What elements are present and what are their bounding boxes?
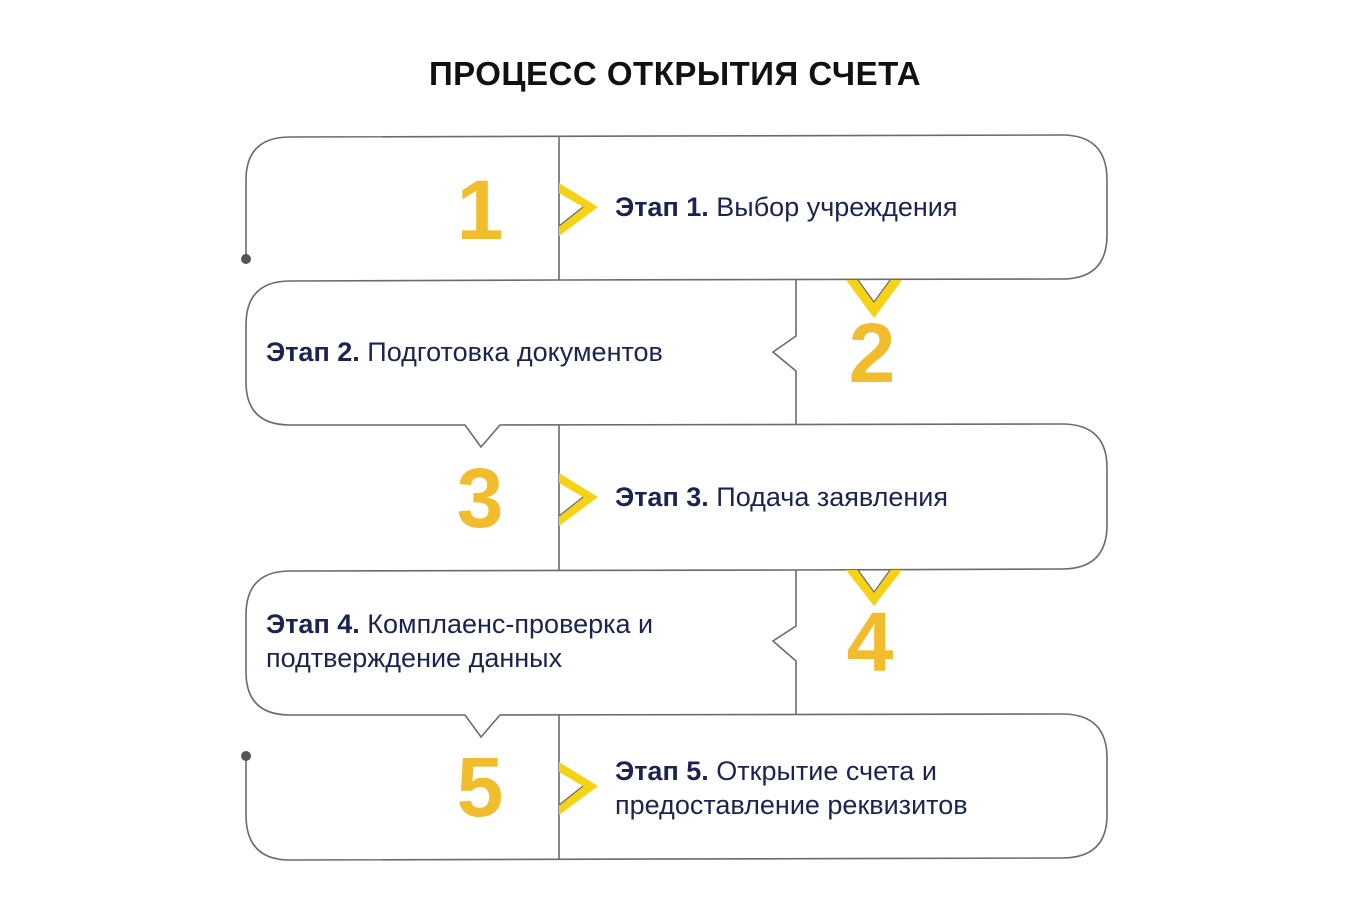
step-3-text: Этап 3. Подача заявления [615, 480, 948, 514]
step-number-4: 4 [846, 595, 894, 689]
step-1-text: Этап 1. Выбор учреждения [615, 190, 957, 224]
step-description: Выбор учреждения [716, 192, 958, 222]
chevron-right-icon [559, 762, 598, 815]
step-4-text: Этап 4. Комплаенс-проверка и подтвержден… [266, 607, 726, 675]
step-description: Подача заявления [716, 482, 949, 512]
chevron-down-icon [846, 570, 902, 606]
chevron-down-icon [846, 280, 902, 318]
step-4-frame [245, 569, 1108, 861]
step-label: Этап 5. [615, 756, 709, 786]
step-label: Этап 2. [266, 337, 360, 367]
step-label: Этап 4. [266, 609, 360, 639]
step-description: Открытие счета и предоставление реквизит… [615, 756, 968, 820]
step-2-text: Этап 2. Подготовка документов [266, 335, 663, 369]
step-5-text: Этап 5. Открытие счета и предоставление … [615, 754, 1045, 822]
step-description: Комплаенс-проверка и подтверждение данны… [266, 609, 654, 673]
chevron-right-icon [559, 183, 598, 236]
start-dot [241, 254, 251, 264]
step-1-frame [245, 134, 1108, 281]
diagram-title: ПРОЦЕСС ОТКРЫТИЯ СЧЕТА [428, 55, 922, 92]
step-number-3: 3 [456, 451, 504, 545]
chevron-right-icon [559, 473, 598, 526]
step-number-2: 2 [848, 306, 896, 400]
step-number-1: 1 [456, 163, 504, 257]
step-label: Этап 1. [615, 192, 709, 222]
step-description: Подготовка документов [367, 337, 663, 367]
step-2-frame [245, 279, 1108, 571]
end-dot [241, 751, 251, 761]
step-number-5: 5 [456, 740, 504, 834]
step-label: Этап 3. [615, 482, 709, 512]
